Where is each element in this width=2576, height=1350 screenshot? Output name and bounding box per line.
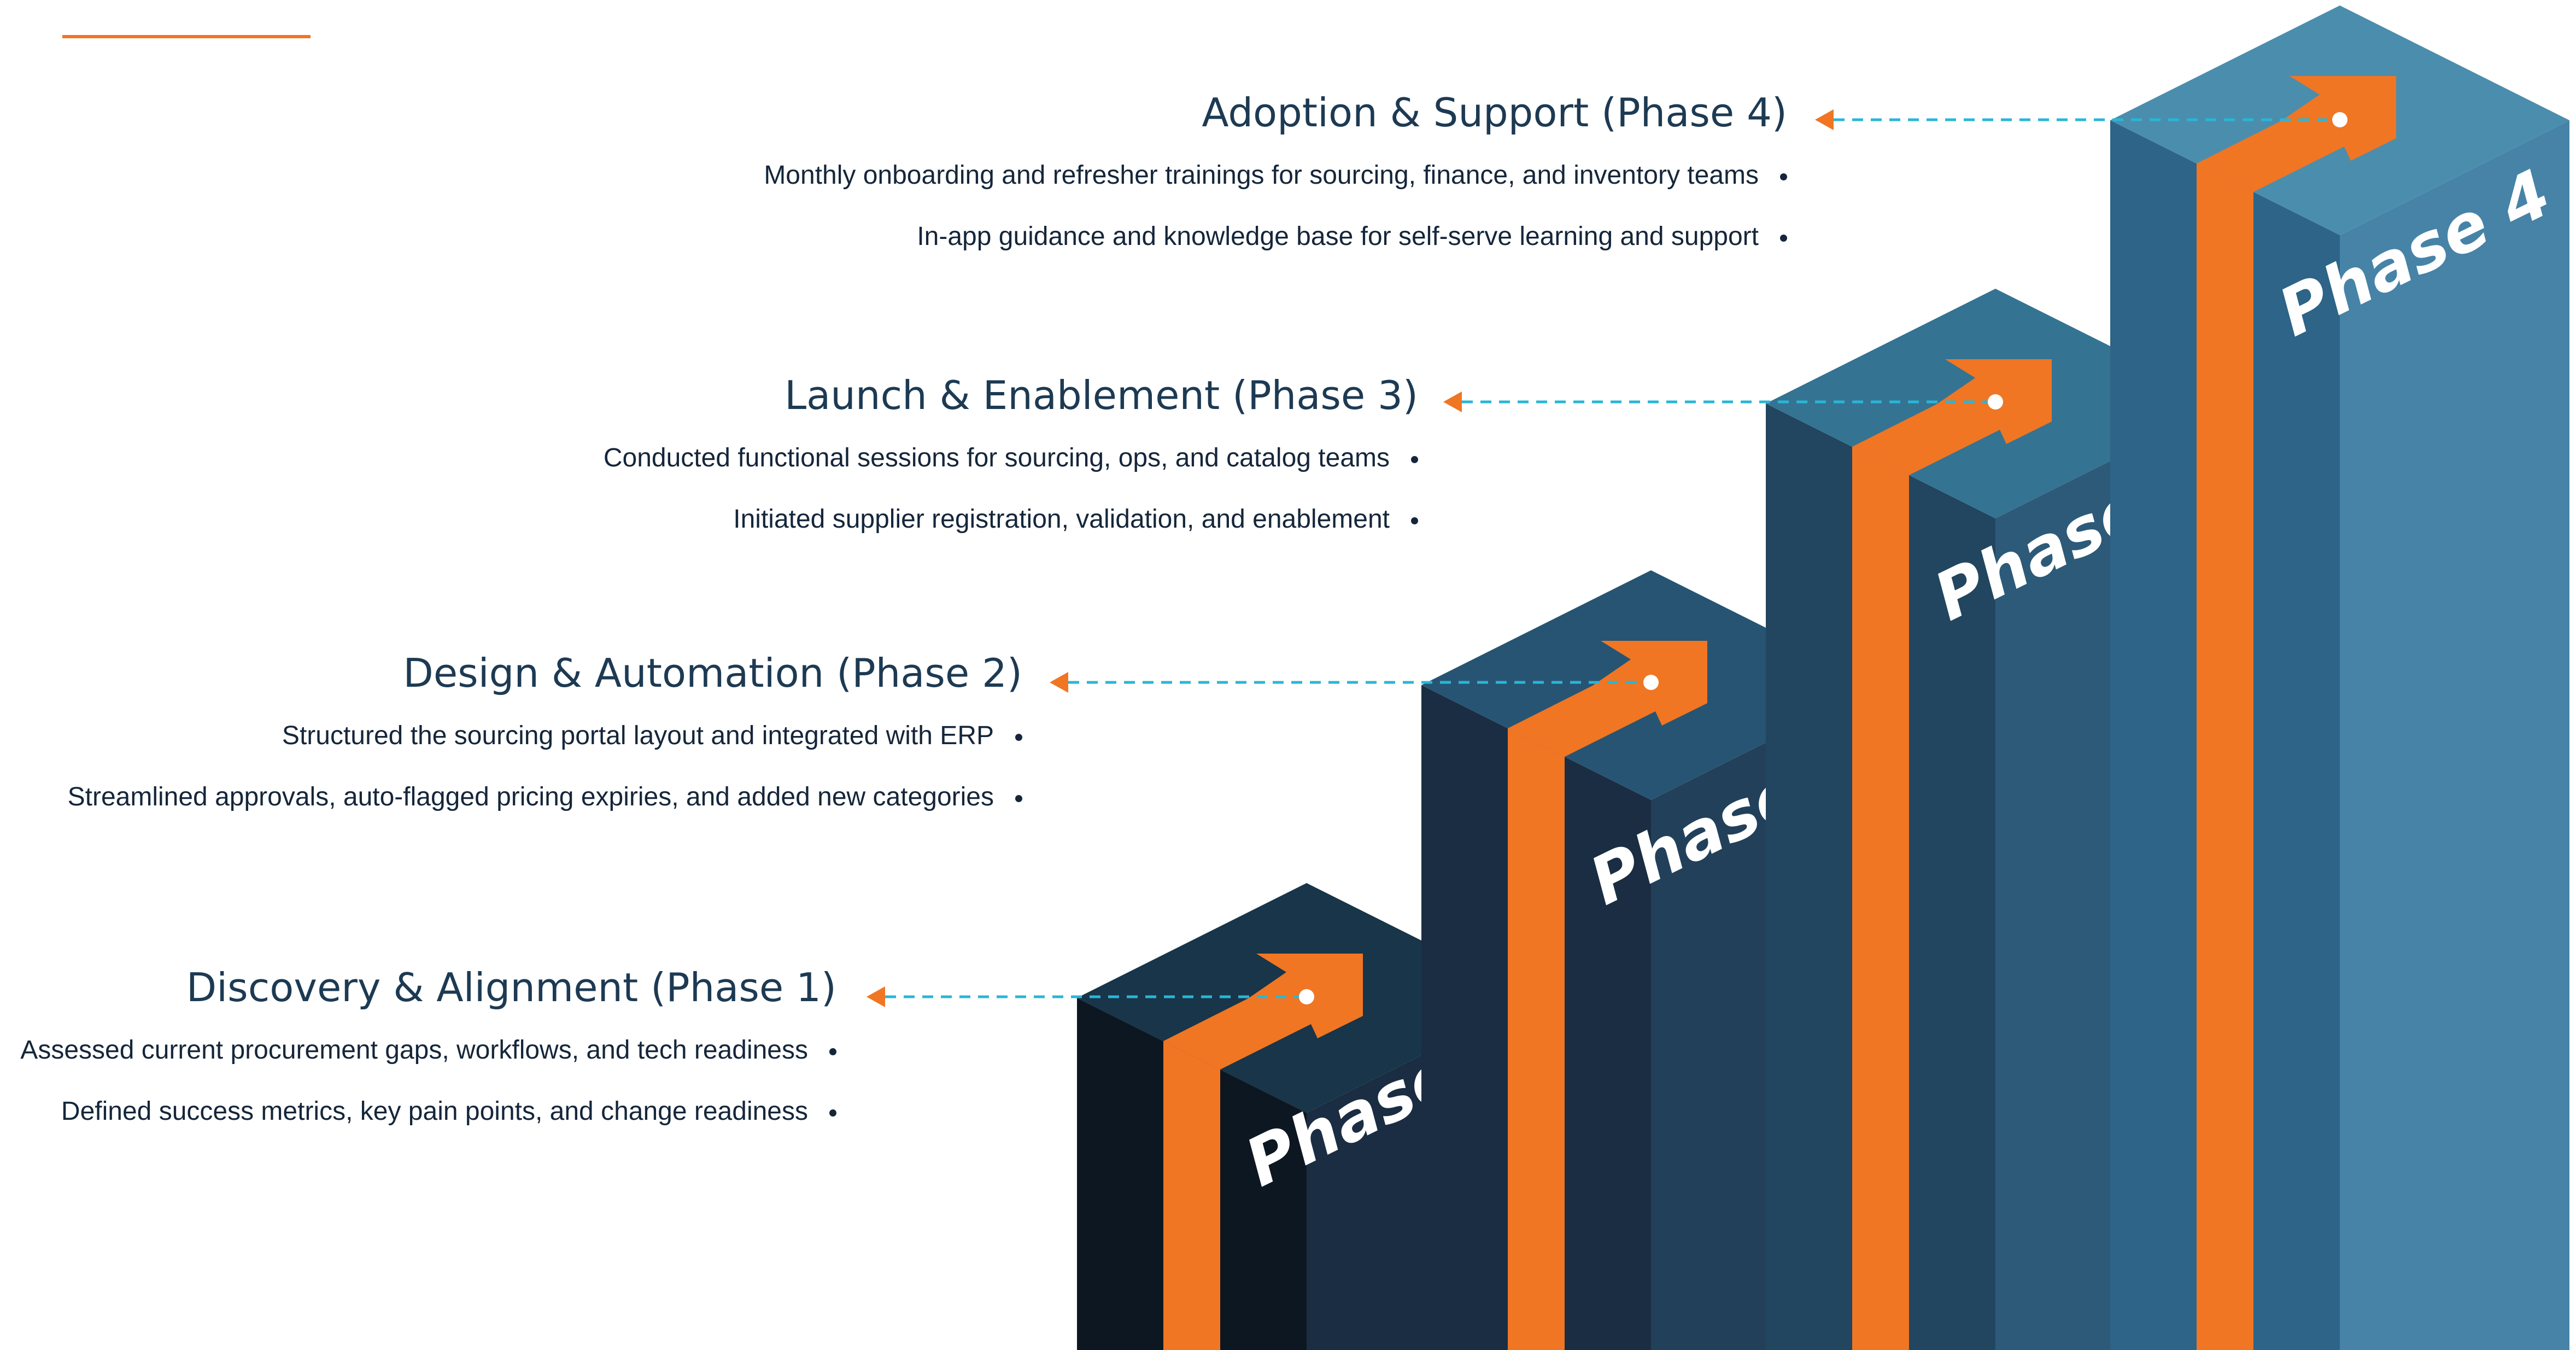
phase-1-bullet: Defined success metrics, key pain points… — [61, 1095, 836, 1128]
phase-4-bullet: Monthly onboarding and refresher trainin… — [764, 159, 1787, 192]
bullet-dot-icon — [1411, 517, 1418, 524]
phase-3-bullet: Conducted functional sessions for sourci… — [604, 442, 1418, 475]
bullet-dot-icon — [1015, 795, 1022, 802]
phase-4-arrow-icon — [2197, 76, 2396, 192]
phase-3-title: Launch & Enablement (Phase 3) — [784, 372, 1418, 418]
phase-3-connector-dot-icon — [1988, 394, 2003, 410]
phase-4-text-block: Adoption & Support (Phase 4) Monthly onb… — [0, 89, 1787, 264]
bullet-dot-icon — [1780, 235, 1787, 242]
phase-4-connector-dot-icon — [2332, 112, 2347, 127]
phase-4-stripe — [2197, 163, 2253, 1350]
accent-line — [62, 35, 311, 38]
phase-2-bullet: Streamlined approvals, auto-flagged pric… — [68, 781, 1022, 814]
phase-1-text-block: Discovery & Alignment (Phase 1) Assessed… — [0, 964, 836, 1139]
phase-1-connector-dot-icon — [1299, 989, 1314, 1004]
phase-2-title: Design & Automation (Phase 2) — [403, 650, 1022, 696]
phase-4-connector-arrowhead-icon — [1815, 109, 1834, 130]
phase-1-connector-arrowhead-icon — [867, 986, 885, 1007]
bullet-dot-icon — [829, 1109, 836, 1117]
phase-2-stripe — [1508, 728, 1565, 1350]
phase-2-arrow-icon — [1508, 641, 1707, 757]
bullet-dot-icon — [1780, 173, 1787, 180]
phase-4-pillar-right-face — [2340, 120, 2569, 1350]
phase-4-title: Adoption & Support (Phase 4) — [1202, 90, 1787, 136]
phase-3-text-block: Launch & Enablement (Phase 3) Conducted … — [0, 372, 1418, 547]
phase-2-connector-dot-icon — [1643, 675, 1659, 690]
phase-2-bullet: Structured the sourcing portal layout an… — [282, 720, 1022, 752]
phase-2-connector-arrowhead-icon — [1050, 672, 1068, 693]
phase-1-title: Discovery & Alignment (Phase 1) — [186, 965, 836, 1010]
phase-3-arrow-icon — [1852, 359, 2052, 475]
phase-2-text-block: Design & Automation (Phase 2) Structured… — [0, 650, 1022, 825]
phase-1-arrow-icon — [1163, 954, 1363, 1070]
bullet-dot-icon — [829, 1048, 836, 1055]
bullet-dot-icon — [1411, 456, 1418, 463]
phase-1-stripe — [1163, 1041, 1220, 1350]
phase-4-bullet: In-app guidance and knowledge base for s… — [917, 220, 1787, 253]
phase-3-bullet: Initiated supplier registration, validat… — [733, 503, 1418, 536]
phase-3-connector-arrowhead-icon — [1443, 391, 1462, 412]
bullet-dot-icon — [1015, 734, 1022, 741]
phase-3-stripe — [1852, 447, 1909, 1350]
phase-1-bullet: Assessed current procurement gaps, workf… — [20, 1034, 836, 1067]
